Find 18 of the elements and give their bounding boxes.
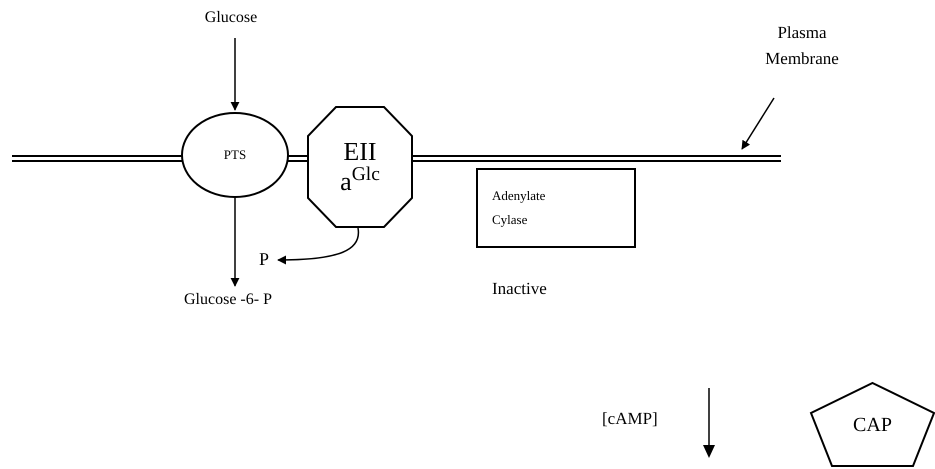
leader-line <box>741 98 775 150</box>
node-text: PTS <box>224 146 246 164</box>
arrow <box>230 38 240 111</box>
enzyme-box <box>476 168 636 248</box>
arrow <box>277 228 360 264</box>
node-text: CAP <box>853 412 892 438</box>
cap-pentagon <box>810 382 935 467</box>
arrow <box>230 198 240 287</box>
product-label: Glucose -6- P <box>148 288 308 312</box>
enzyme-octagon <box>307 106 413 228</box>
concentration-label: [cAMP] <box>602 408 658 430</box>
transporter-ellipse <box>181 112 289 198</box>
node-text: Adenylate Cylase <box>492 187 546 229</box>
membrane-label: Plasma Membrane <box>742 20 862 72</box>
node-text: EII a$^{Glc}$ <box>339 137 381 197</box>
substrate-label: Glucose <box>195 6 267 30</box>
phosphate-label: P <box>256 247 272 271</box>
state-label: Inactive <box>492 278 547 300</box>
